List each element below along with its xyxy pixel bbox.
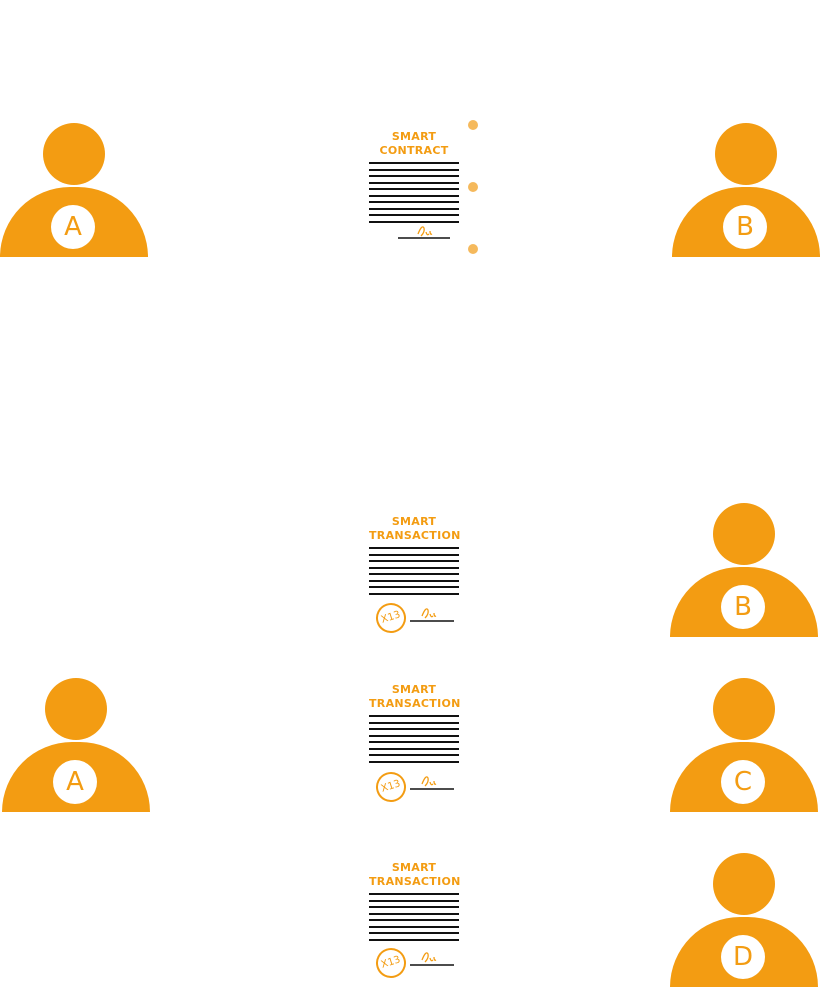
person-b-top: B <box>672 123 820 263</box>
person-head <box>45 678 107 740</box>
person-c-bottom: C <box>670 678 820 818</box>
transaction-title-line1: SMART <box>391 861 437 874</box>
smart-transaction-document: SMART TRANSACTION <box>369 683 461 767</box>
person-label: A <box>51 205 95 249</box>
signature-icon <box>410 608 454 622</box>
smart-contract-document: SMART CONTRACT <box>369 130 459 227</box>
person-a-bottom: A <box>2 678 152 818</box>
transaction-text-lines <box>369 715 459 763</box>
person-label: B <box>721 585 765 629</box>
progress-dot <box>468 244 478 254</box>
signature-icon <box>410 776 454 790</box>
transaction-text-lines <box>369 547 459 595</box>
transaction-title-line2: TRANSACTION <box>369 529 461 542</box>
person-a-top: A <box>0 123 150 263</box>
smart-transaction-document: SMART TRANSACTION <box>369 861 461 945</box>
person-label: A <box>53 760 97 804</box>
contract-title-line1: SMART <box>391 130 437 143</box>
person-head <box>43 123 105 185</box>
transaction-title-line2: TRANSACTION <box>369 697 461 710</box>
transaction-title-line2: TRANSACTION <box>369 875 461 888</box>
person-d-bottom: D <box>670 853 820 993</box>
progress-dot <box>468 182 478 192</box>
stamp-badge: X13 <box>372 944 410 982</box>
progress-dot <box>468 120 478 130</box>
contract-text-lines <box>369 162 459 223</box>
person-head <box>715 123 777 185</box>
person-head <box>713 678 775 740</box>
transaction-title-line1: SMART <box>391 683 437 696</box>
person-label: B <box>723 205 767 249</box>
contract-title-line2: CONTRACT <box>379 144 449 157</box>
person-head <box>713 503 775 565</box>
person-b-bottom: B <box>670 503 820 643</box>
person-head <box>713 853 775 915</box>
signature-icon <box>410 952 454 966</box>
person-label: D <box>721 935 765 979</box>
transaction-text-lines <box>369 893 459 941</box>
person-label: C <box>721 760 765 804</box>
smart-transaction-document: SMART TRANSACTION <box>369 515 461 599</box>
stamp-badge: X13 <box>372 599 410 637</box>
signature-icon <box>398 226 450 239</box>
stamp-badge: X13 <box>372 768 410 806</box>
transaction-title-line1: SMART <box>391 515 437 528</box>
